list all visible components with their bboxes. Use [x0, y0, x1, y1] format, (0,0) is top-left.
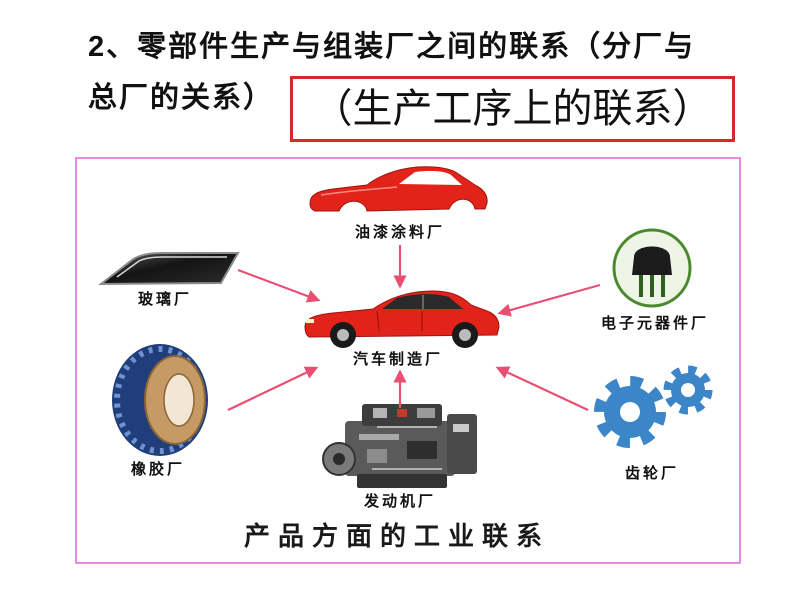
gears-icon — [594, 365, 713, 448]
industrial-linkage-diagram: 油漆涂料厂 玻璃厂 电子元器件厂 — [98, 166, 713, 552]
glass-panel-icon — [98, 252, 240, 286]
supplier-label-electronics: 电子元器件厂 — [601, 314, 709, 332]
arrow-gears-to-car — [495, 366, 589, 411]
supplier-label-engine: 发动机厂 — [363, 492, 436, 510]
slide-title-line-2: 总厂的关系） — [88, 82, 275, 114]
supplier-label-paint: 油漆涂料厂 — [355, 223, 445, 241]
highlight-box: （生产工序上的联系） — [290, 76, 735, 142]
highlight-text: （生产工序上的联系） — [312, 86, 713, 132]
car-icon — [304, 290, 500, 348]
supplier-label-rubber: 橡胶厂 — [131, 460, 185, 478]
center-label-car-factory: 汽车制造厂 — [353, 350, 443, 368]
electronic-component-icon — [612, 228, 692, 308]
painted-car-body-icon — [309, 166, 488, 212]
slide-title-line-1: 2、零部件生产与组装厂之间的联系（分厂与 — [88, 31, 696, 63]
arrow-glass-to-car — [237, 268, 321, 303]
arrow-electronics-to-car — [497, 283, 601, 317]
diagram-frame: 油漆涂料厂 玻璃厂 电子元器件厂 — [75, 157, 741, 564]
tire-icon — [112, 344, 208, 456]
engine-icon — [322, 404, 477, 488]
linkage-arrows — [227, 245, 601, 411]
supplier-label-gears: 齿轮厂 — [625, 464, 679, 482]
arrow-rubber-to-car — [227, 366, 319, 411]
diagram-caption: 产品方面的工业联系 — [244, 521, 550, 552]
supplier-label-glass: 玻璃厂 — [138, 290, 192, 308]
